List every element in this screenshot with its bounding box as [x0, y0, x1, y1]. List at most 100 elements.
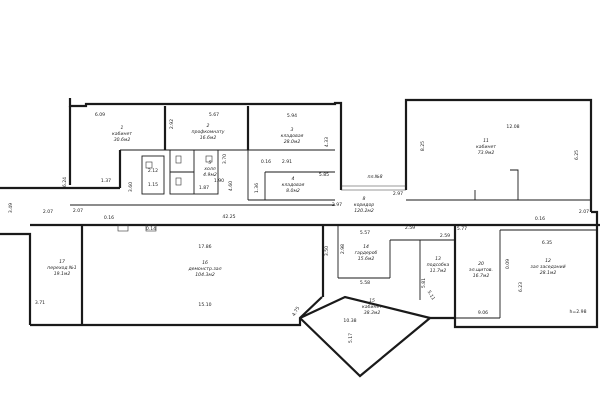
dim-label: 6.23 — [518, 282, 524, 292]
dim-label: 42.25 — [222, 214, 235, 220]
room-8-num: 8 — [363, 196, 366, 202]
dim-label: 3.60 — [128, 182, 134, 192]
room-5-num: 5 — [209, 160, 212, 166]
room-4-area: 8.0м2 — [286, 188, 300, 194]
room-17-name: переход №1 — [47, 265, 77, 271]
dim-label: 15.10 — [198, 302, 211, 308]
corridor-label: пл.№8 — [367, 174, 382, 180]
sink-icon — [145, 161, 153, 169]
dim-label: 10.38 — [343, 318, 356, 324]
dim-label: 6.35 — [542, 240, 552, 246]
dim-label: 5.77 — [457, 226, 467, 232]
wall-south-bay — [299, 316, 455, 378]
dim-label: 2.07 — [73, 208, 83, 214]
dim-label: 4.33 — [324, 137, 330, 147]
room-17-num: 17 — [59, 259, 65, 265]
wall-west-projection-bottom — [0, 232, 32, 325]
wall-north-left — [68, 98, 343, 190]
dim-label: h=2.98 — [570, 309, 587, 315]
room-14-name: гардероб — [355, 250, 378, 256]
dim-label: 17.86 — [198, 244, 211, 250]
dim-label: 2.59 — [440, 233, 450, 239]
room-11-area: 73.9м2 — [478, 150, 495, 156]
room-13-name: подсобка — [427, 262, 450, 268]
dim-label: 2.07 — [43, 209, 53, 215]
room-16-num: 16 — [202, 260, 208, 266]
room-20-name: эл.щитов. — [469, 268, 493, 273]
dim-label: 3.71 — [35, 300, 45, 306]
column-icon — [117, 224, 129, 232]
room-15-num: 15 — [369, 298, 375, 304]
toilet-icon — [175, 155, 182, 164]
dim-label: 12.08 — [506, 124, 519, 130]
room-12-name: зал заседаний — [530, 264, 565, 270]
dim-label: 1.37 — [101, 178, 111, 184]
sink-icon — [205, 155, 213, 163]
dim-label: 1.90 — [214, 178, 224, 184]
dim-label: 0.16 — [104, 215, 114, 221]
dim-label: 1.15 — [148, 182, 158, 188]
room-1-num: 1 — [121, 125, 124, 131]
column-icon — [145, 224, 157, 232]
dimensions: 6.09 5.67 5.94 2.92 4.33 3.70 0.16 2.91 … — [8, 112, 589, 343]
dim-label: 5.17 — [348, 333, 354, 343]
dim-label: 0.16 — [261, 159, 271, 165]
room-1-area: 30.6м2 — [114, 137, 131, 143]
room-20-area: 16.7м2 — [473, 273, 490, 279]
room-14-num: 14 — [363, 244, 369, 250]
dim-label: 5.11 — [426, 290, 436, 302]
dim-label: 4.75 — [291, 306, 301, 318]
fixtures — [117, 155, 213, 232]
room-3-name: кладовая — [281, 134, 304, 139]
room-17-area: 19.1м2 — [54, 271, 71, 277]
room-16-area: 104.3м2 — [195, 272, 215, 278]
dim-label: 5.57 — [360, 230, 370, 236]
room-11-name: кабинет — [476, 144, 496, 150]
dim-label: 1.36 — [254, 183, 260, 193]
room-16-name: демонстр.зал — [187, 267, 221, 272]
room-12-num: 12 — [545, 258, 551, 264]
room-15-name: кабинет — [362, 304, 382, 310]
dim-label: 6.09 — [95, 112, 105, 118]
dim-label: 2.92 — [169, 119, 175, 129]
dim-label: 0.14 — [146, 226, 156, 232]
room-8-area: 120.2м2 — [354, 208, 374, 214]
room-14-area: 15.6м2 — [358, 256, 375, 262]
dim-label: 5.58 — [360, 280, 370, 286]
room-1-name: кабинет — [112, 131, 132, 137]
dim-label: 0.09 — [505, 259, 511, 269]
dim-label: 2.07 — [579, 209, 589, 215]
room-4-name: кладовая — [282, 183, 305, 188]
room-13-area: 11.7м2 — [430, 268, 447, 274]
room-8-name: коридор — [354, 203, 374, 208]
dim-label: 9.06 — [478, 310, 488, 316]
room-labels: 1 кабинет 30.6м2 2 профкомнату 16.6м2 3 … — [47, 123, 565, 316]
toilet-icon — [175, 177, 182, 186]
wall-bay-inner — [299, 295, 431, 320]
room-2-area: 16.6м2 — [200, 135, 217, 141]
dim-label: 2.97 — [332, 202, 342, 208]
dim-label: 2.59 — [405, 225, 415, 231]
room-5-area: 4.9м2 — [203, 172, 217, 178]
dim-label: 0.16 — [535, 216, 545, 222]
wall-north-right — [404, 98, 593, 212]
dim-label: 3.50 — [324, 246, 330, 256]
room-5-name: холл — [203, 167, 215, 172]
room-11-num: 11 — [483, 138, 489, 144]
room-2-num: 2 — [207, 123, 210, 129]
dim-label: 3.49 — [8, 203, 14, 213]
dim-label: 2.98 — [340, 244, 346, 254]
dim-label: 2.97 — [393, 191, 403, 197]
dim-label: 8.25 — [420, 141, 426, 151]
wall-south-left — [30, 296, 323, 327]
dim-label: 1.87 — [199, 185, 209, 191]
room-2-name: профкомнату — [192, 129, 225, 135]
dim-label: 5.67 — [209, 112, 219, 118]
dim-label: 4.60 — [228, 181, 234, 191]
room-12-area: 28.1м2 — [540, 270, 557, 276]
dim-label: 2.91 — [282, 159, 292, 165]
dim-label: 5.94 — [287, 113, 297, 119]
room-4-num: 4 — [292, 176, 295, 182]
dim-label: 3.70 — [222, 154, 228, 164]
